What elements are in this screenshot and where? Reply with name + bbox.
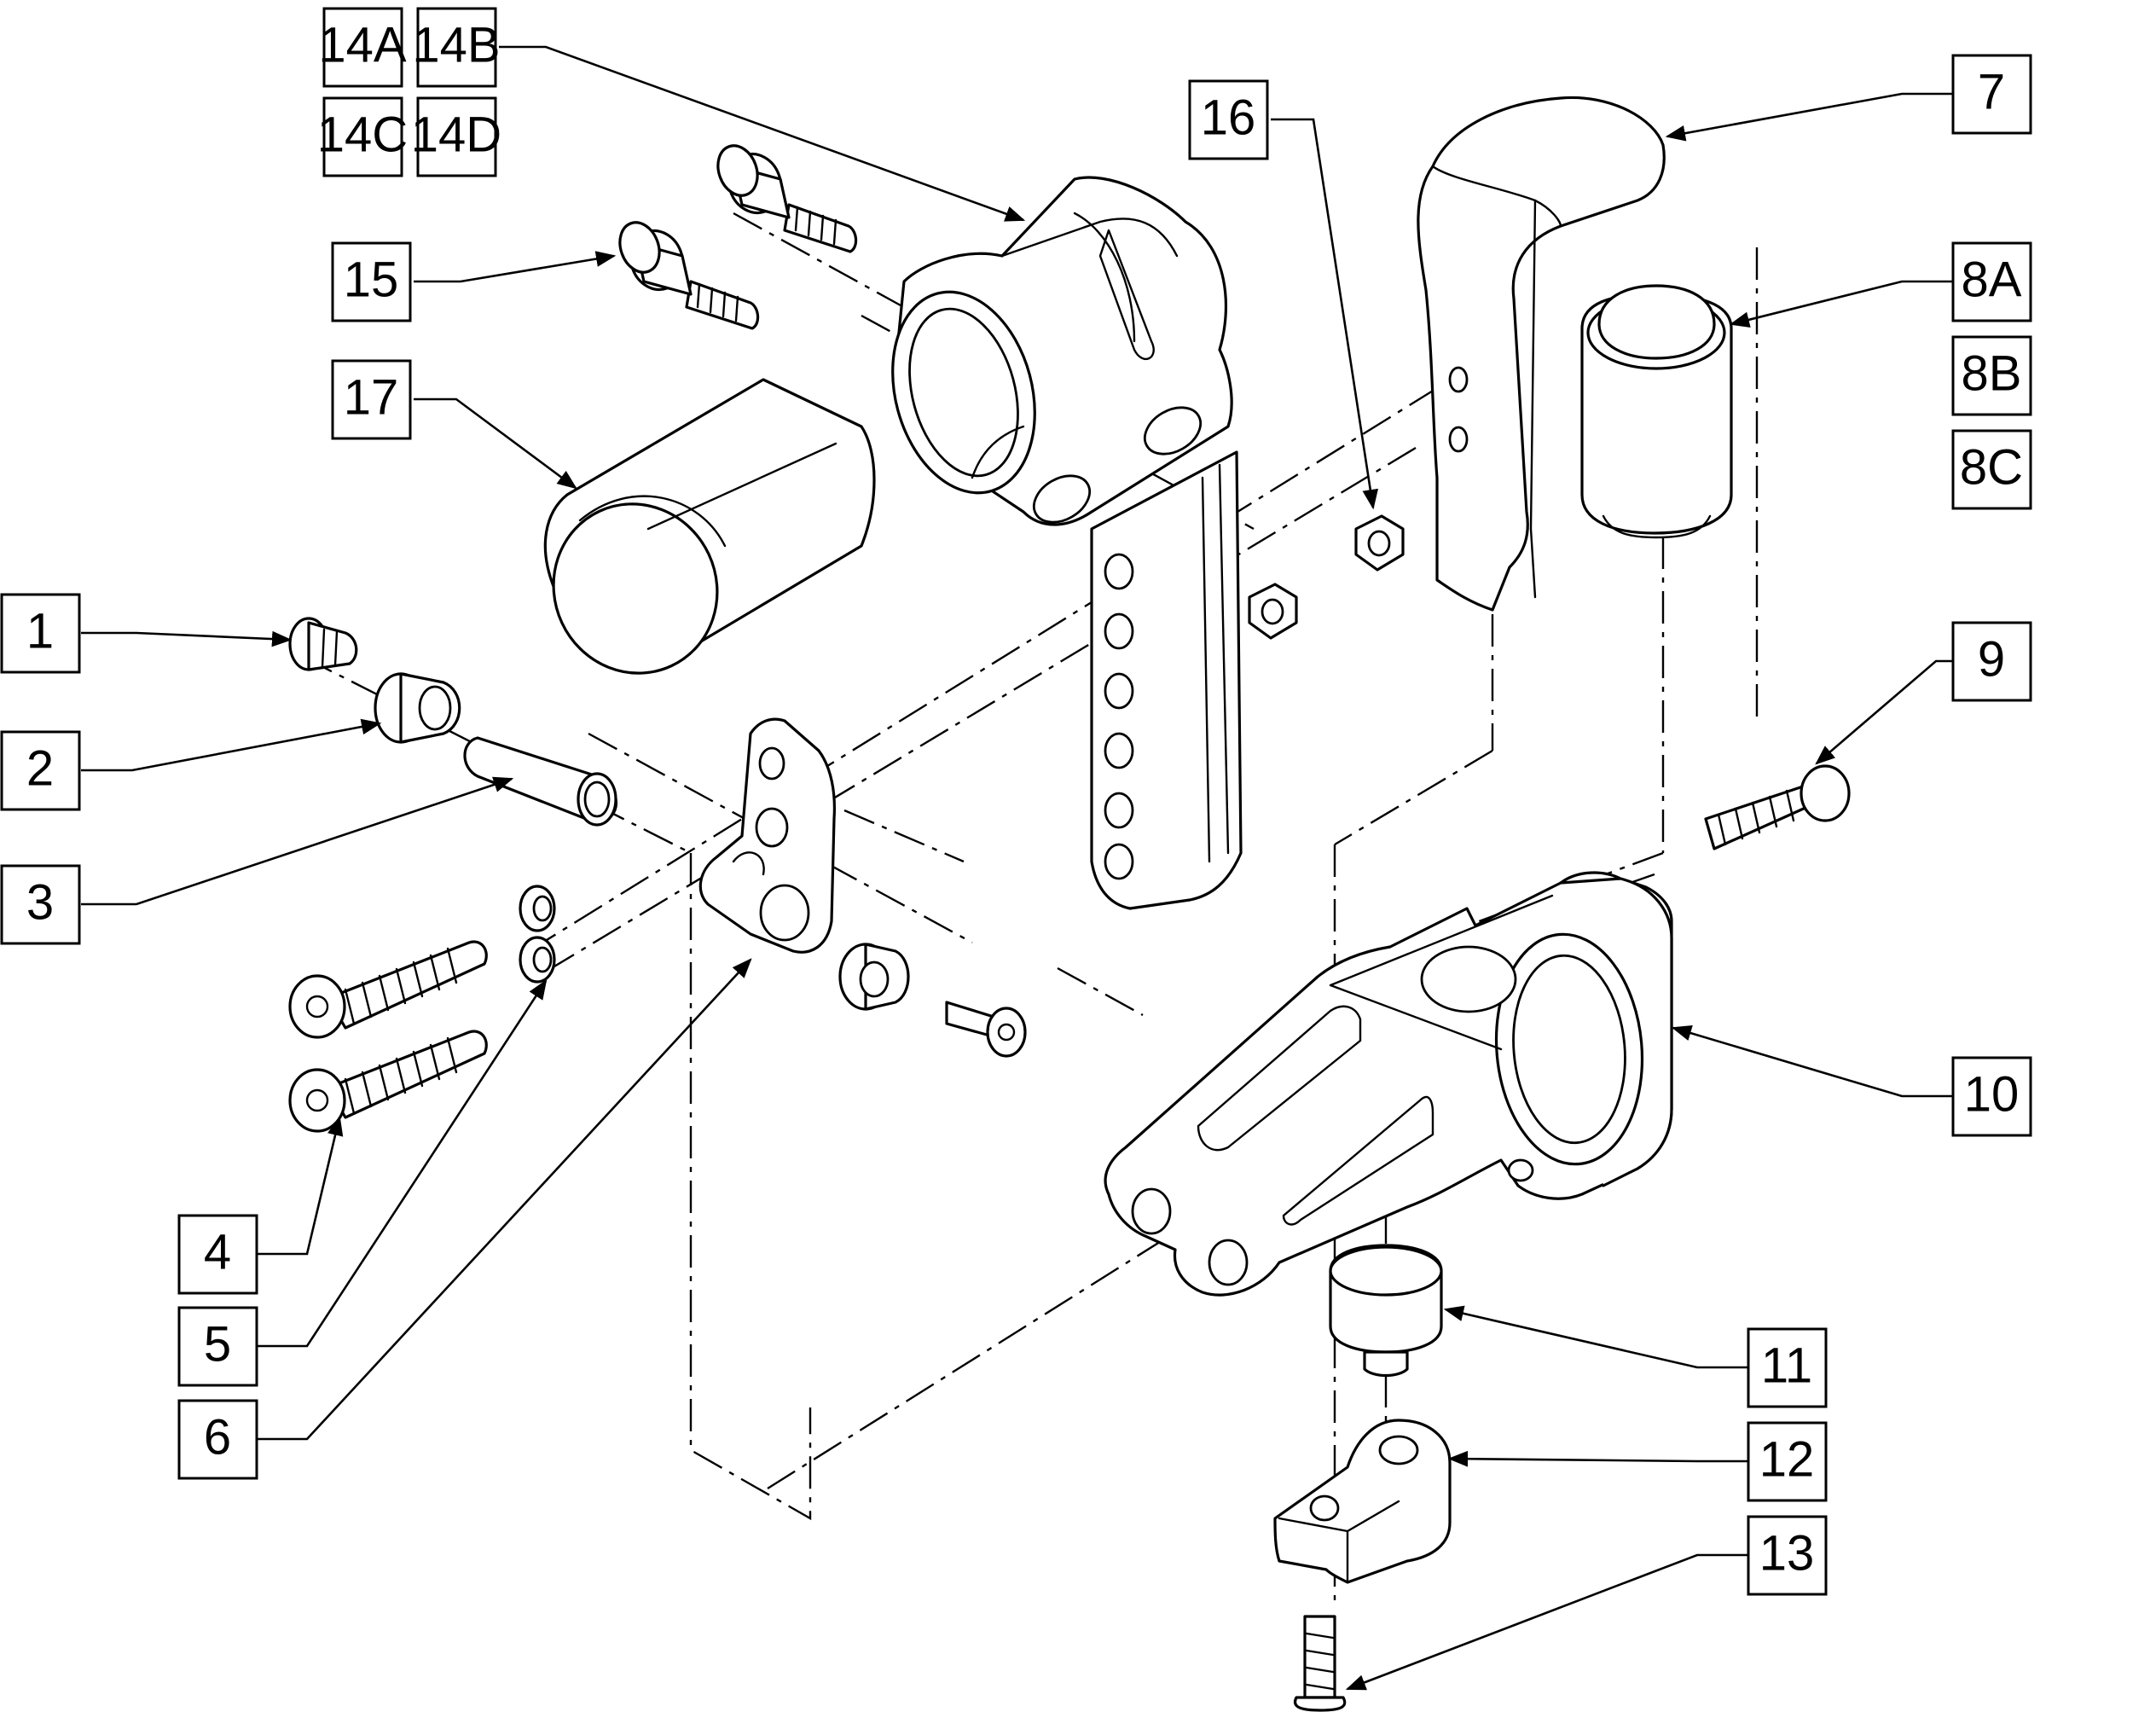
label-16-text: 16	[1201, 90, 1256, 145]
label-5-text: 5	[204, 1316, 231, 1372]
label-14C: 14C	[317, 96, 408, 177]
leader-lines	[81, 45, 1987, 1691]
part-10-lower-bracket	[1104, 871, 1673, 1297]
label-14D: 14D	[411, 96, 501, 177]
part-5-lock-washers	[519, 885, 556, 984]
label-10-text: 10	[1964, 1066, 2020, 1122]
label-11: 11	[1747, 1327, 1828, 1408]
part-6-small-bracket	[698, 717, 836, 954]
label-8B: 8B	[1951, 335, 2032, 416]
label-9-text: 9	[1978, 631, 2005, 687]
part-17-tube-sleeve	[543, 378, 876, 675]
label-1: 1	[0, 593, 81, 674]
label-14D-text: 14D	[411, 107, 501, 162]
label-13-text: 13	[1759, 1525, 1815, 1581]
bracket-washer-and-screw	[838, 943, 1027, 1058]
label-4-text: 4	[204, 1224, 231, 1280]
part-13-screw	[1294, 1615, 1347, 1712]
label-13: 13	[1747, 1515, 1828, 1596]
label-1-text: 1	[26, 603, 54, 659]
label-17: 17	[331, 359, 412, 440]
label-8A: 8A	[1951, 241, 2032, 322]
clamp-screw-lower	[618, 221, 760, 330]
callout-labels: 1 2 3 4 5 6 7 8A	[0, 7, 2032, 1596]
label-14A-text: 14A	[318, 17, 407, 73]
label-2-text: 2	[26, 740, 54, 796]
label-10: 10	[1951, 1056, 2032, 1137]
label-15: 15	[331, 241, 412, 322]
label-12-text: 12	[1759, 1431, 1815, 1487]
label-5: 5	[177, 1306, 258, 1387]
label-15-text: 15	[344, 252, 399, 307]
label-9: 9	[1951, 621, 2032, 702]
label-6-text: 6	[204, 1409, 231, 1465]
label-8A-text: 8A	[1962, 252, 2022, 307]
label-14A: 14A	[318, 7, 407, 88]
label-8B-text: 8B	[1962, 345, 2022, 401]
label-14B: 14B	[412, 7, 501, 88]
part-16-hex-nuts	[1248, 514, 1405, 640]
label-8C: 8C	[1951, 429, 2032, 510]
part-2-flange-washer	[374, 672, 461, 744]
part-3-spacer-tube	[463, 736, 618, 827]
label-2: 2	[0, 730, 81, 811]
label-3: 3	[0, 864, 81, 945]
label-7-text: 7	[1978, 64, 2005, 119]
part-14-clamp-bracket	[891, 176, 1243, 910]
part-8-bushing	[1580, 284, 1733, 539]
label-6: 6	[177, 1399, 258, 1480]
part-11-bumper	[1329, 1244, 1443, 1378]
label-14C-text: 14C	[317, 107, 408, 162]
part-7-upper-arm	[1417, 96, 1666, 612]
label-12: 12	[1747, 1421, 1828, 1502]
label-7: 7	[1951, 54, 2032, 135]
part-1-shoulder-screw	[288, 617, 358, 671]
label-8C-text: 8C	[1960, 439, 2023, 495]
label-16: 16	[1188, 79, 1269, 160]
label-14B-text: 14B	[412, 17, 500, 73]
screw-4a	[288, 940, 488, 1039]
part-9-socket-screw	[1704, 764, 1851, 850]
part-15-clamp-screws	[618, 144, 858, 330]
label-4: 4	[177, 1214, 258, 1295]
label-11-text: 11	[1761, 1338, 1812, 1393]
label-17-text: 17	[344, 369, 399, 425]
adjustment-holes	[1104, 553, 1134, 880]
part-4-socket-screws	[288, 940, 488, 1133]
clamp-screw-upper	[716, 144, 858, 253]
part-12-stop-block	[1273, 1419, 1452, 1584]
label-3-text: 3	[26, 874, 54, 930]
